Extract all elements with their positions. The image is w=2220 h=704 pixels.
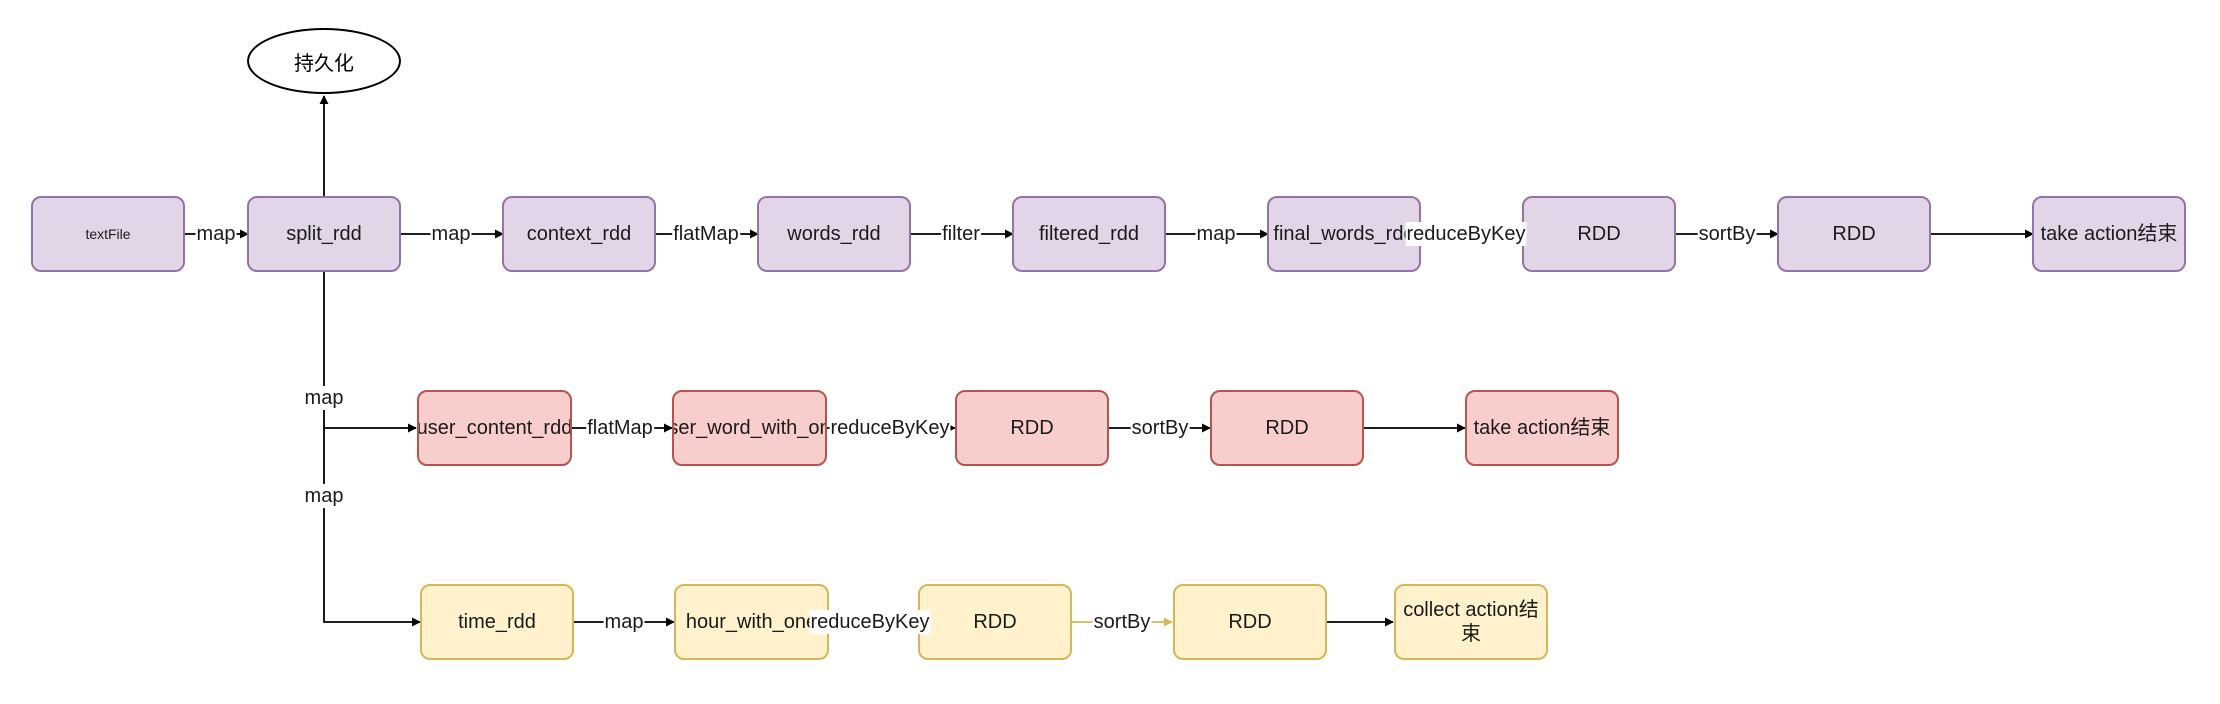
node-take-action-2: take action结束 [1465, 390, 1619, 466]
edge-label-flatmap: flatMap [672, 222, 740, 246]
edge-label-sortby: sortBy [1697, 222, 1757, 246]
node-take-action-1: take action结束 [2032, 196, 2186, 272]
node-time-rdd: time_rdd [420, 584, 574, 660]
edge-label-reducebykey: reduceByKey [1405, 222, 1527, 246]
node-user-content-rdd: user_content_rdd [417, 390, 572, 466]
node-user-word-with-one: user_word_with_one [672, 390, 827, 466]
edge-label-map: map [430, 222, 472, 246]
edge-label-map: map [303, 484, 345, 508]
edge-split-time [323, 428, 421, 627]
node-collect-action: collect action结束 [1394, 584, 1548, 660]
persist-node: 持久化 [247, 28, 401, 94]
node-rdd-2a: RDD [955, 390, 1109, 466]
edge-label-map: map [603, 610, 645, 634]
node-final-words-rdd: final_words_rdd [1267, 196, 1421, 272]
node-context-rdd: context_rdd [502, 196, 656, 272]
node-rdd-1a: RDD [1522, 196, 1676, 272]
node-textfile: textFile [31, 196, 185, 272]
node-words-rdd: words_rdd [757, 196, 911, 272]
node-rdd-3a: RDD [918, 584, 1072, 660]
node-rdd-1b: RDD [1777, 196, 1931, 272]
node-split-rdd: split_rdd [247, 196, 401, 272]
edge-label-reducebykey: reduceByKey [809, 610, 931, 634]
node-rdd-3b: RDD [1173, 584, 1327, 660]
edge-label-map: map [195, 222, 237, 246]
node-hour-with-one: hour_with_one [674, 584, 829, 660]
edge-label-filter: filter [941, 222, 981, 246]
edge-label-reducebykey: reduceByKey [829, 416, 951, 440]
edge-label-map: map [1195, 222, 1237, 246]
edge-label-map: map [303, 386, 345, 410]
edge-label-sortby: sortBy [1092, 610, 1152, 634]
edge-label-sortby: sortBy [1130, 416, 1190, 440]
node-filtered-rdd: filtered_rdd [1012, 196, 1166, 272]
node-rdd-2b: RDD [1210, 390, 1364, 466]
edge-label-flatmap: flatMap [586, 416, 654, 440]
